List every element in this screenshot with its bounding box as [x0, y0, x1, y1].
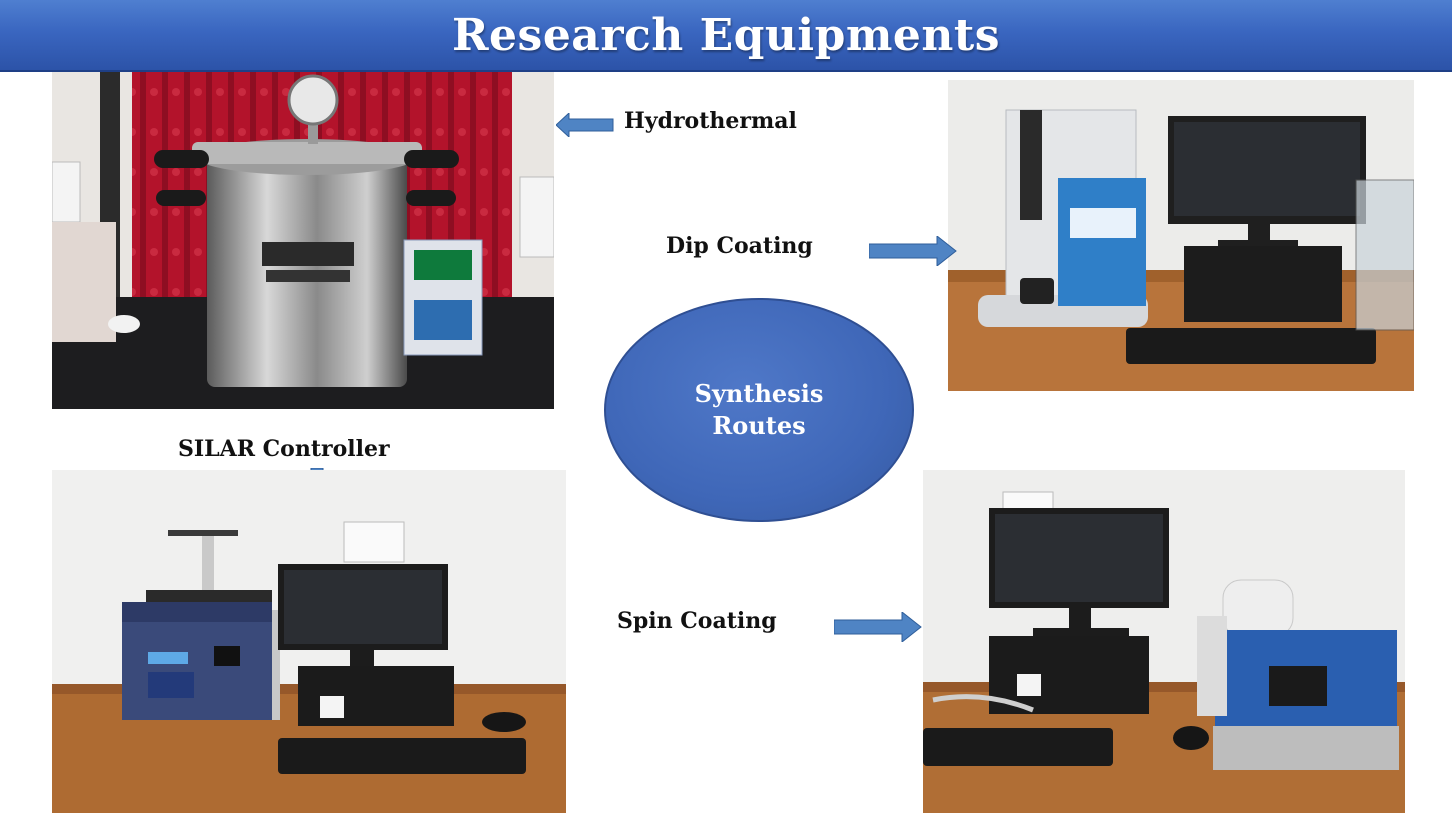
- arrow-right-icon: [869, 236, 957, 266]
- arrow-right-icon: [834, 612, 922, 642]
- arrow-left-icon: [556, 113, 614, 137]
- spin-coating-photo: [923, 470, 1405, 813]
- hydrothermal-autoclave-photo: [52, 72, 554, 409]
- ellipse-line-2: Routes: [712, 411, 806, 440]
- ellipse-line-1: Synthesis: [694, 379, 824, 408]
- hydrothermal-label: Hydrothermal: [624, 108, 797, 134]
- spin-coating-label: Spin Coating: [617, 608, 777, 634]
- synthesis-routes-ellipse: Synthesis Routes: [604, 298, 914, 522]
- silar-controller-photo: [52, 470, 566, 813]
- dip-coating-photo: [948, 80, 1414, 391]
- silar-controller-label: SILAR Controller: [178, 436, 390, 462]
- dip-coating-label: Dip Coating: [666, 233, 813, 259]
- slide-title: Research Equipments: [451, 9, 1001, 61]
- title-bar: Research Equipments: [0, 0, 1452, 72]
